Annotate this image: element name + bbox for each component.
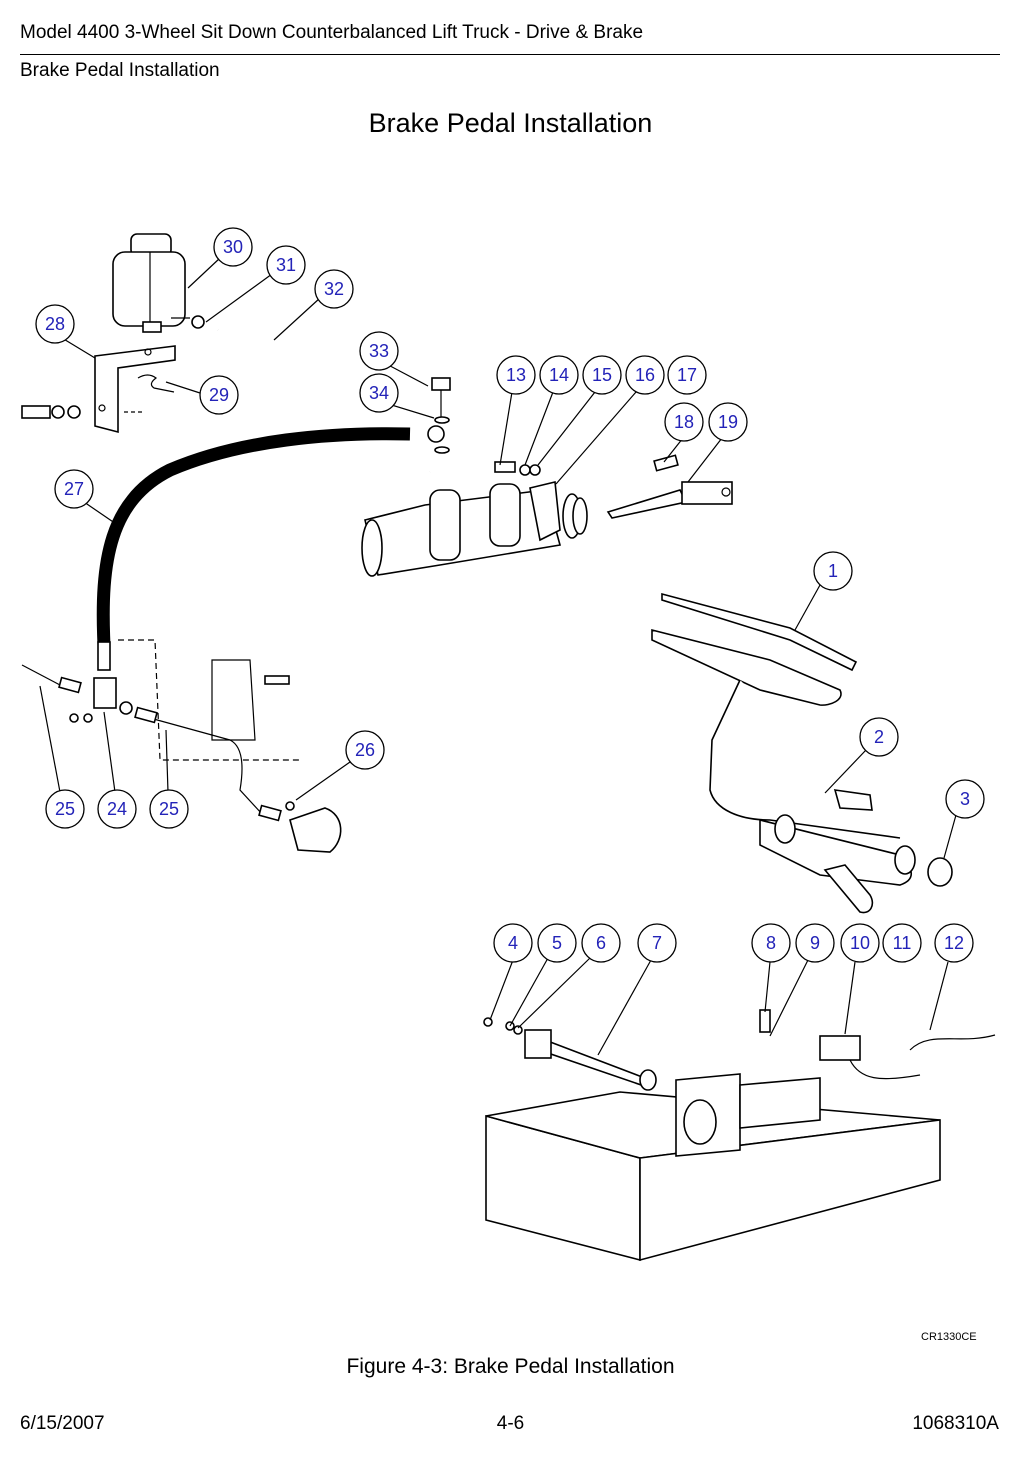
callout-24: 24 <box>97 789 137 829</box>
header-divider <box>20 54 1000 55</box>
callout-28: 28 <box>35 304 75 344</box>
callout-16: 16 <box>625 355 665 395</box>
page-heading: Brake Pedal Installation <box>368 108 653 138</box>
svg-text:15: 15 <box>592 365 612 385</box>
callout-3: 3 <box>945 779 985 819</box>
callout-25-right: 25 <box>149 789 189 829</box>
svg-text:17: 17 <box>677 365 697 385</box>
svg-text:18: 18 <box>674 412 694 432</box>
callout-33: 33 <box>359 331 399 371</box>
svg-text:25: 25 <box>55 799 75 819</box>
callout-13: 13 <box>496 355 536 395</box>
svg-text:1: 1 <box>828 561 838 581</box>
svg-text:3: 3 <box>960 789 970 809</box>
master-cylinder <box>361 461 588 577</box>
svg-text:7: 7 <box>652 933 662 953</box>
footer-page-number: 4-6 <box>496 1413 525 1434</box>
svg-text:34: 34 <box>369 383 389 403</box>
section-title: Brake Pedal Installation <box>20 60 220 81</box>
reservoir-bracket <box>21 345 176 434</box>
callout-29: 29 <box>199 375 239 415</box>
svg-text:29: 29 <box>209 385 229 405</box>
svg-text:16: 16 <box>635 365 655 385</box>
svg-text:14: 14 <box>549 365 569 385</box>
svg-text:24: 24 <box>107 799 127 819</box>
leader-lines <box>39 257 957 1056</box>
svg-text:26: 26 <box>355 740 375 760</box>
callout-25-left: 25 <box>45 789 85 829</box>
svg-text:25: 25 <box>159 799 179 819</box>
callout-7: 7 <box>637 923 677 963</box>
callout-12: 12 <box>934 923 974 963</box>
svg-text:33: 33 <box>369 341 389 361</box>
figure-caption: Figure 4-3: Brake Pedal Installation <box>346 1355 675 1378</box>
callout-27: 27 <box>54 469 94 509</box>
svg-text:10: 10 <box>850 933 870 953</box>
svg-text:27: 27 <box>64 479 84 499</box>
reservoir-hose-inner <box>217 327 431 489</box>
callout-5: 5 <box>537 923 577 963</box>
callout-8: 8 <box>751 923 791 963</box>
document-title: Model 4400 3-Wheel Sit Down Counterbalan… <box>20 22 644 43</box>
svg-text:13: 13 <box>506 365 526 385</box>
svg-text:32: 32 <box>324 279 344 299</box>
callout-30: 30 <box>213 227 253 267</box>
svg-text:9: 9 <box>810 933 820 953</box>
svg-text:12: 12 <box>944 933 964 953</box>
svg-text:11: 11 <box>893 933 912 953</box>
svg-text:4: 4 <box>508 933 518 953</box>
svg-text:5: 5 <box>552 933 562 953</box>
callout-15: 15 <box>582 355 622 395</box>
svg-text:28: 28 <box>45 314 65 334</box>
callout-32: 32 <box>314 269 354 309</box>
brake-pedal <box>651 592 953 914</box>
drawing-code: CR1330CE <box>921 1331 977 1343</box>
callout-1: 1 <box>813 551 853 591</box>
svg-text:30: 30 <box>223 237 243 257</box>
fluid-reservoir <box>112 233 205 333</box>
callout-11: 11 <box>882 923 922 963</box>
svg-text:2: 2 <box>874 727 884 747</box>
footer-date: 6/15/2007 <box>20 1413 105 1434</box>
svg-text:6: 6 <box>596 933 606 953</box>
callout-10: 10 <box>840 923 880 963</box>
callout-26: 26 <box>345 730 385 770</box>
brake-hose <box>96 427 411 646</box>
pedal-mounting-frame <box>483 947 996 1262</box>
callout-4: 4 <box>493 923 533 963</box>
brake-line-assembly <box>21 639 342 853</box>
callout-18: 18 <box>664 402 704 442</box>
push-rod <box>606 454 733 519</box>
callout-34: 34 <box>359 373 399 413</box>
callout-31: 31 <box>266 245 306 285</box>
callout-17: 17 <box>667 355 707 395</box>
callout-2: 2 <box>859 717 899 757</box>
svg-text:19: 19 <box>718 412 738 432</box>
svg-text:8: 8 <box>766 933 776 953</box>
svg-text:31: 31 <box>276 255 296 275</box>
callout-9: 9 <box>795 923 835 963</box>
callout-6: 6 <box>581 923 621 963</box>
callout-14: 14 <box>539 355 579 395</box>
callout-19: 19 <box>708 402 748 442</box>
footer-doc-number: 1068310A <box>912 1413 999 1434</box>
